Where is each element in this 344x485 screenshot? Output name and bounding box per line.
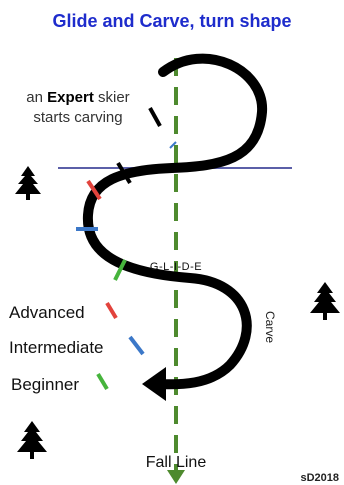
diagram-title: Glide and Carve, turn shape — [52, 11, 291, 31]
legend-intermediate-mark — [128, 335, 145, 356]
legend-intermediate-label: Intermediate — [9, 338, 104, 357]
glide-label: G-L-I-D-E — [150, 261, 202, 273]
fall-line-arrowhead — [167, 470, 185, 484]
tree-icon — [17, 421, 47, 459]
beginner-carve-mark — [113, 259, 127, 281]
tree-icon — [310, 282, 340, 320]
expert-label-line2: starts carving — [33, 109, 122, 126]
turn-path — [82, 53, 268, 390]
expert-turn-mark — [116, 161, 132, 185]
expert-label-line1: an Expert skier — [26, 89, 129, 106]
advanced-carve-mark — [86, 179, 102, 201]
legend-advanced-label: Advanced — [9, 303, 85, 322]
carve-label: Carve — [263, 311, 277, 343]
credit-label: sD2018 — [300, 472, 339, 484]
turn-path-arrowhead — [142, 367, 166, 401]
expert-small-mark — [169, 141, 177, 149]
legend-beginner-label: Beginner — [11, 375, 79, 394]
expert-carve-mark — [148, 107, 162, 127]
fall-line-label: Fall Line — [146, 454, 207, 471]
tree-icon — [15, 166, 41, 200]
legend-advanced-mark — [105, 301, 118, 320]
legend-beginner-mark — [96, 372, 109, 391]
